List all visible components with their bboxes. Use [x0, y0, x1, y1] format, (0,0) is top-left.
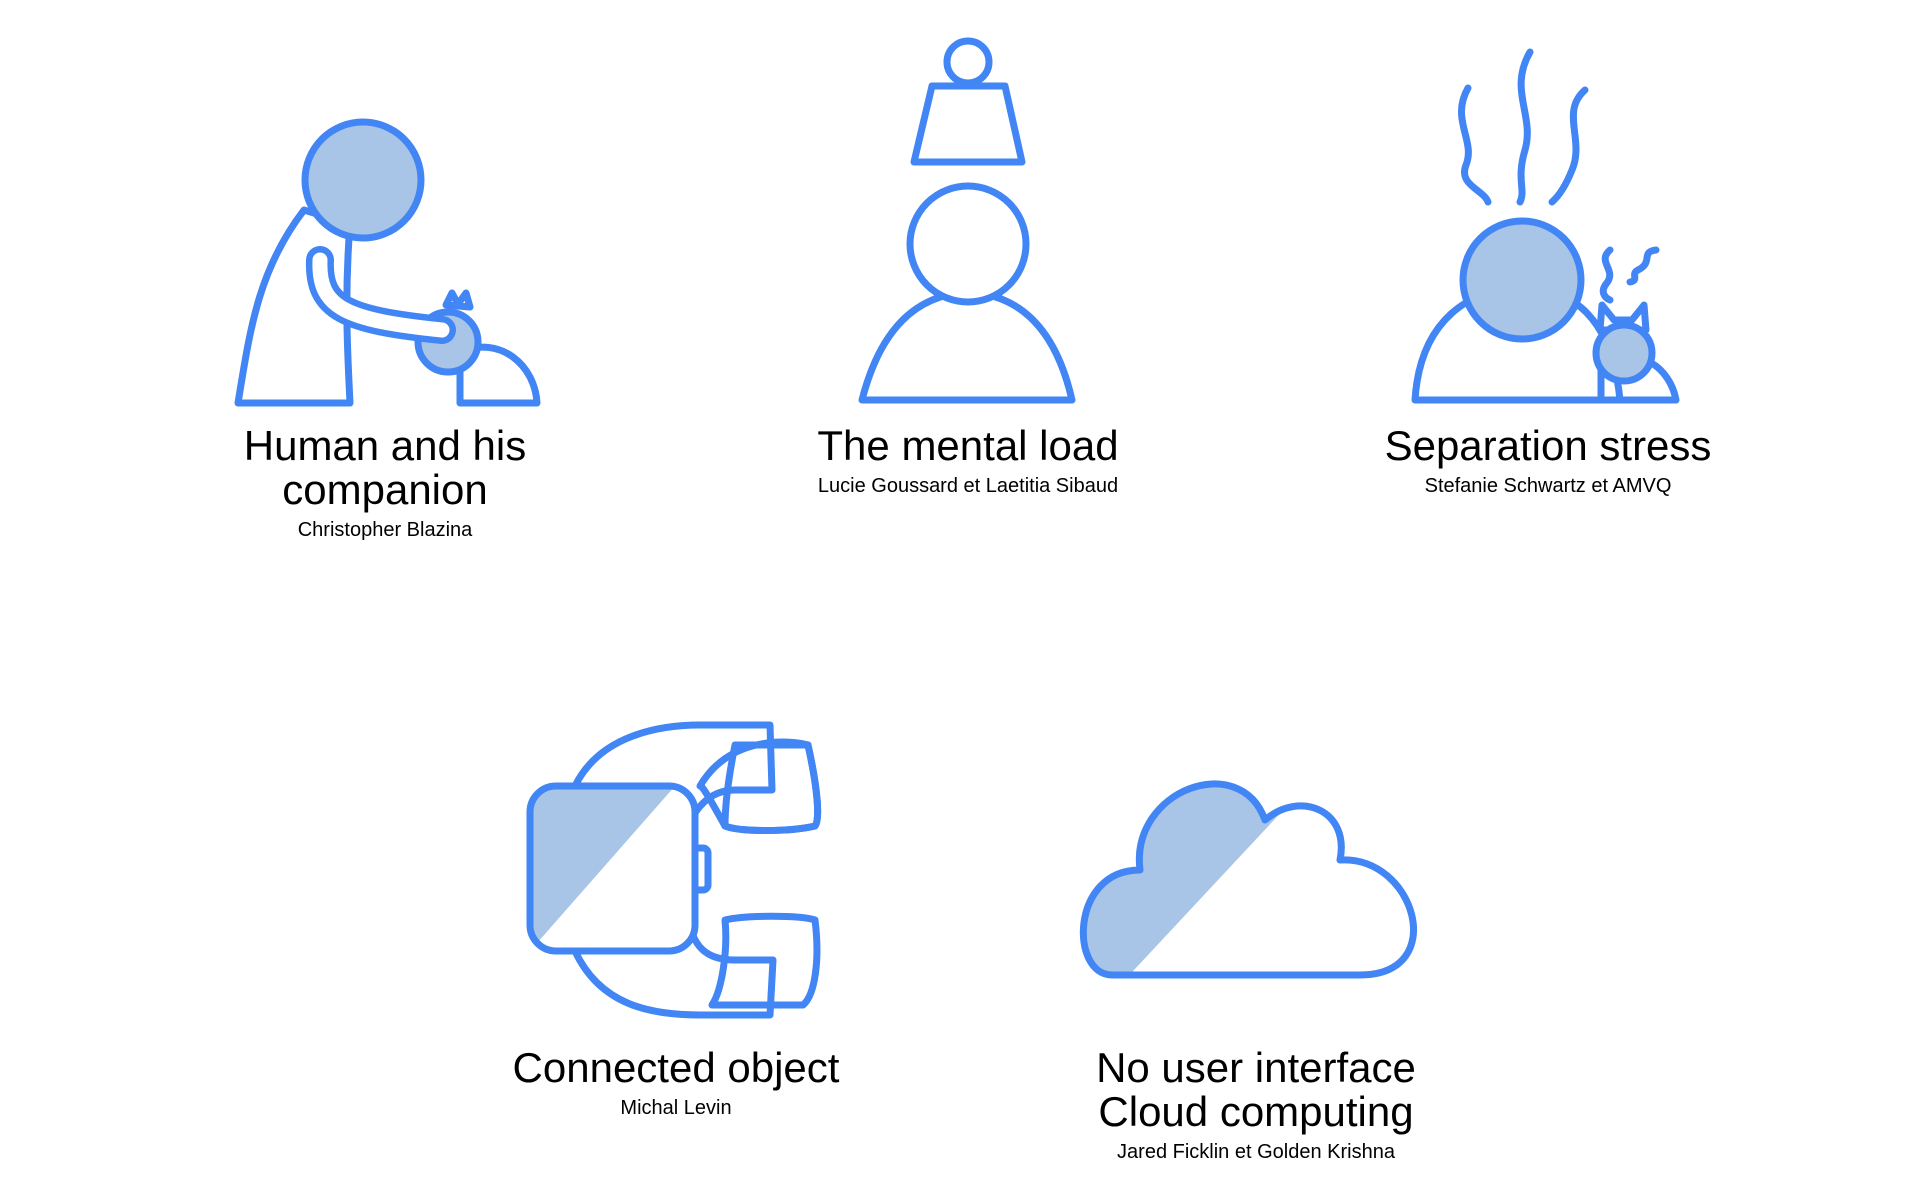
card-separation-stress: Separation stress Stefanie Schwartz et A… — [1268, 424, 1828, 498]
card-human-companion: Human and his companion Christopher Blaz… — [105, 424, 665, 542]
card-title: No user interface Cloud computing — [1096, 1044, 1416, 1135]
weight-over-head-icon — [858, 37, 1076, 404]
card-title: Connected object — [512, 1044, 840, 1091]
card-author: Lucie Goussard et Laetitia Sibaud — [817, 475, 1119, 497]
card-author: Jared Ficklin et Golden Krishna — [1117, 1141, 1395, 1163]
smartwatch-icon — [526, 721, 822, 1019]
card-no-user-interface: No user interface Cloud computing Jared … — [976, 1046, 1536, 1164]
card-title: The mental load — [817, 422, 1119, 469]
card-title: Separation stress — [1384, 422, 1712, 469]
card-author: Stefanie Schwartz et AMVQ — [1424, 475, 1672, 497]
card-title: Human and his companion — [243, 422, 527, 513]
cloud-icon — [1079, 780, 1417, 979]
person-petting-cat-icon — [234, 118, 541, 407]
card-mental-load: The mental load Lucie Goussard et Laetit… — [688, 424, 1248, 498]
card-connected-object: Connected object Michal Levin — [396, 1046, 956, 1120]
card-author: Michal Levin — [620, 1097, 732, 1119]
steaming-head-with-cat-icon — [1411, 48, 1680, 404]
card-author: Christopher Blazina — [297, 519, 473, 541]
